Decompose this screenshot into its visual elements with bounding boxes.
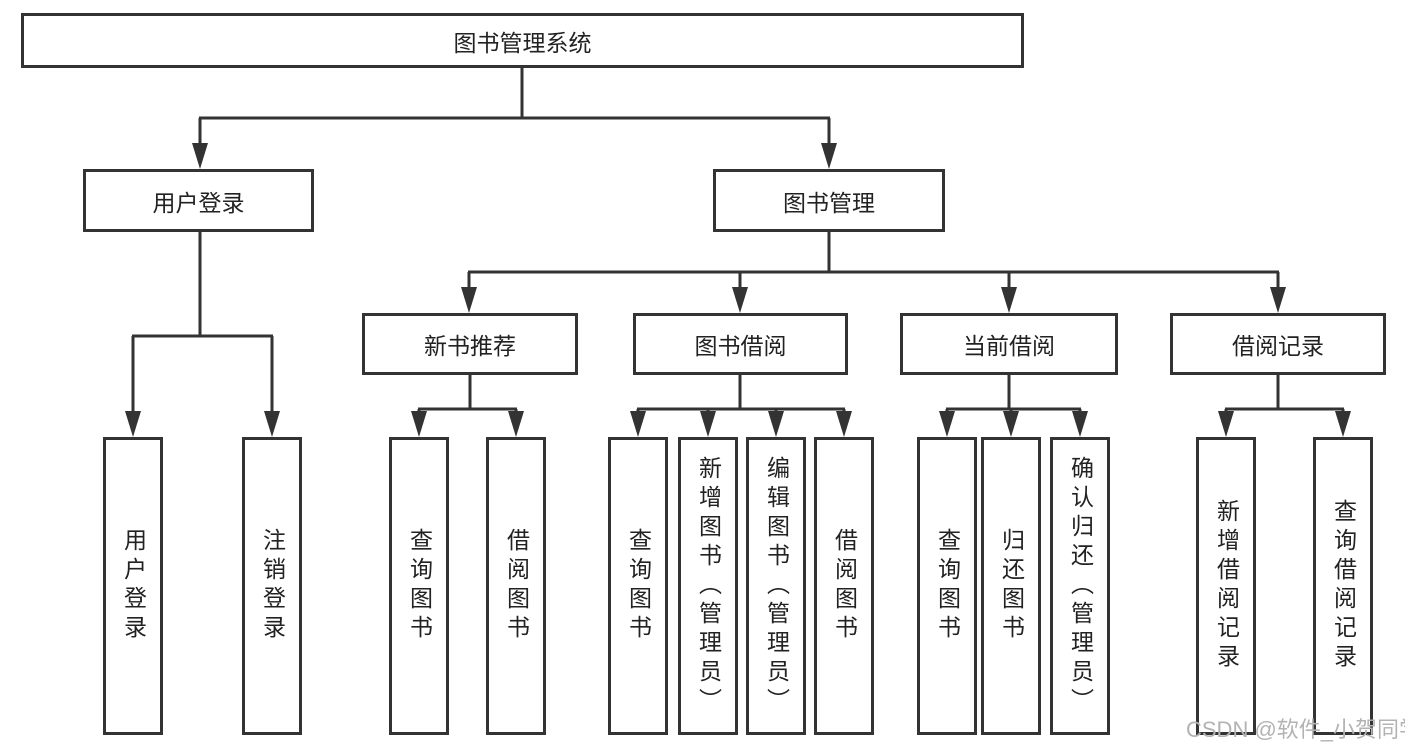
arrow-down-icon: [264, 411, 280, 437]
leaf-borrow-books-2: 借阅图书: [814, 437, 874, 735]
arrow-down-icon: [732, 287, 748, 313]
leaf-confirm-return-admin: 确认归还（管理员）: [1050, 437, 1110, 735]
connector-new-book-recommend-to-leaves: [417, 375, 518, 414]
connector-current-borrow-to-leaves: [945, 375, 1082, 414]
arrow-down-icon: [1072, 411, 1088, 437]
node-borrow-records: 借阅记录: [1170, 313, 1386, 375]
arrow-down-icon: [836, 411, 852, 437]
leaf-user-login: 用户登录: [103, 437, 163, 735]
leaf-return-books: 归还图书: [981, 437, 1041, 735]
arrowheads: [125, 143, 1351, 437]
arrow-down-icon: [768, 411, 784, 437]
arrow-down-icon: [1218, 411, 1234, 437]
arrow-down-icon: [411, 411, 427, 437]
arrow-down-icon: [1003, 411, 1019, 437]
connector-book-borrow-to-leaves: [636, 375, 846, 414]
arrow-down-icon: [821, 143, 837, 169]
leaf-add-borrow-record: 新增借阅记录: [1196, 437, 1256, 735]
leaf-query-books-3: 查询图书: [917, 437, 977, 735]
node-current-borrow: 当前借阅: [900, 313, 1118, 375]
leaf-query-borrow-record: 查询借阅记录: [1313, 437, 1373, 735]
arrow-down-icon: [1270, 287, 1286, 313]
arrow-down-icon: [1335, 411, 1351, 437]
arrow-down-icon: [630, 411, 646, 437]
csdn-watermark: CSDN @软件_小贺同学: [1186, 717, 1405, 742]
arrow-down-icon: [1001, 287, 1017, 313]
connector-user-login-to-leaves: [131, 232, 274, 414]
leaf-borrow-books-1: 借阅图书: [486, 437, 546, 735]
arrow-down-icon: [461, 287, 477, 313]
node-book-borrow: 图书借阅: [633, 313, 848, 375]
leaf-edit-books-admin: 编辑图书（管理员）: [746, 437, 806, 735]
leaf-query-books-1: 查询图书: [389, 437, 449, 735]
connector-root-to-level2: [198, 68, 831, 146]
arrow-down-icon: [939, 411, 955, 437]
leaf-query-books-2: 查询图书: [608, 437, 668, 735]
arrow-down-icon: [192, 143, 208, 169]
node-book-management: 图书管理: [713, 169, 945, 232]
arrow-down-icon: [700, 411, 716, 437]
arrow-down-icon: [508, 411, 524, 437]
arrow-down-icon: [125, 411, 141, 437]
node-root-system: 图书管理系统: [21, 13, 1024, 68]
connector-borrow-records-to-leaves: [1224, 375, 1345, 414]
leaf-add-books-admin: 新增图书（管理员）: [678, 437, 738, 735]
leaf-logout: 注销登录: [242, 437, 302, 735]
node-new-book-recommend: 新书推荐: [362, 313, 578, 375]
node-user-login: 用户登录: [83, 169, 314, 232]
connector-book-management-to-level3: [467, 232, 1280, 290]
